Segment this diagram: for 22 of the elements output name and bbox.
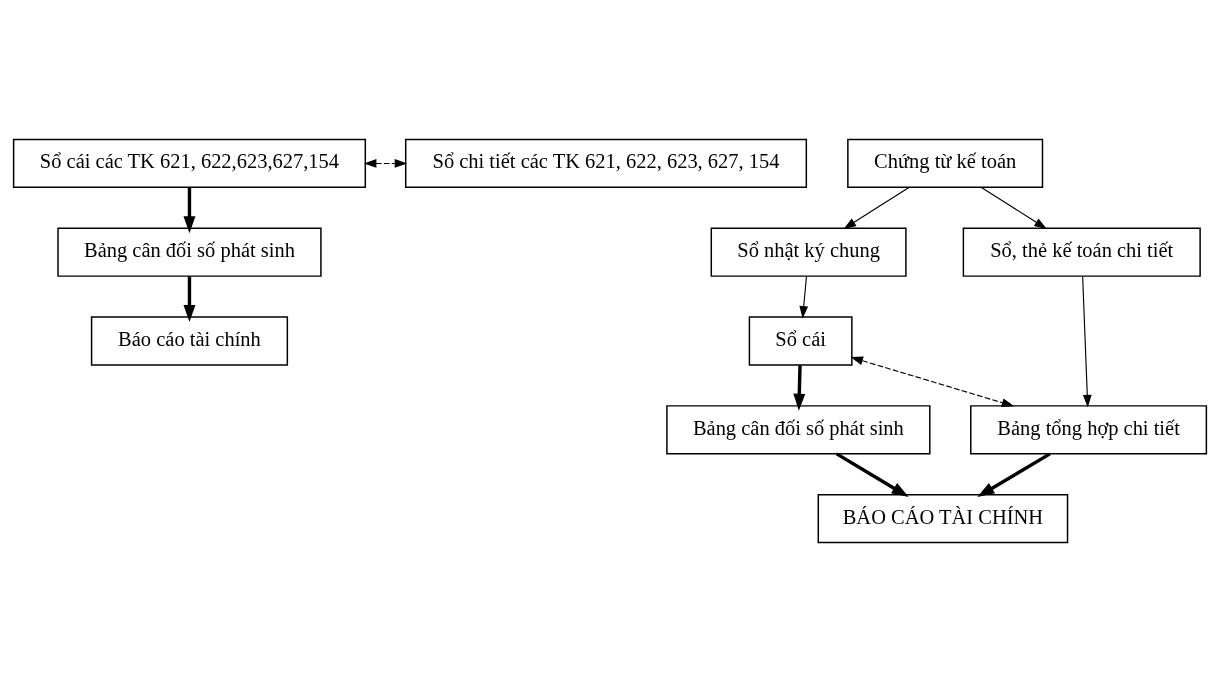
arrow xyxy=(1082,275,1092,407)
arrow xyxy=(835,451,909,497)
arrow xyxy=(793,364,806,411)
node-box: Chứng từ kế toán xyxy=(847,138,1044,188)
arrow xyxy=(183,187,196,233)
node-box: Bảng cân đối số phát sinh xyxy=(666,404,931,454)
node-box: Sổ cái xyxy=(748,315,853,366)
node-box: Báo cáo tài chính xyxy=(90,315,289,366)
node-box: Sổ, thẻ kế toán chi tiết xyxy=(962,227,1201,277)
node-box: Bảng cân đối số phát sinh xyxy=(57,227,322,277)
arrow xyxy=(977,451,1051,497)
node-box: Sổ nhật ký chung xyxy=(710,227,907,277)
node-box: Sổ cái các TK 621, 622,623,627,154 xyxy=(12,138,367,188)
arrow xyxy=(980,186,1047,229)
node-box: BÁO CÁO TÀI CHÍNH xyxy=(817,493,1069,543)
arrow xyxy=(843,186,910,229)
node-box: Sổ chi tiết các TK 621, 622, 623, 627, 154 xyxy=(404,138,808,188)
arrow xyxy=(183,276,196,322)
arrow xyxy=(850,356,1015,407)
node-box: Bảng tổng hợp chi tiết xyxy=(970,404,1208,454)
arrow xyxy=(363,158,408,168)
arrow xyxy=(799,275,809,319)
